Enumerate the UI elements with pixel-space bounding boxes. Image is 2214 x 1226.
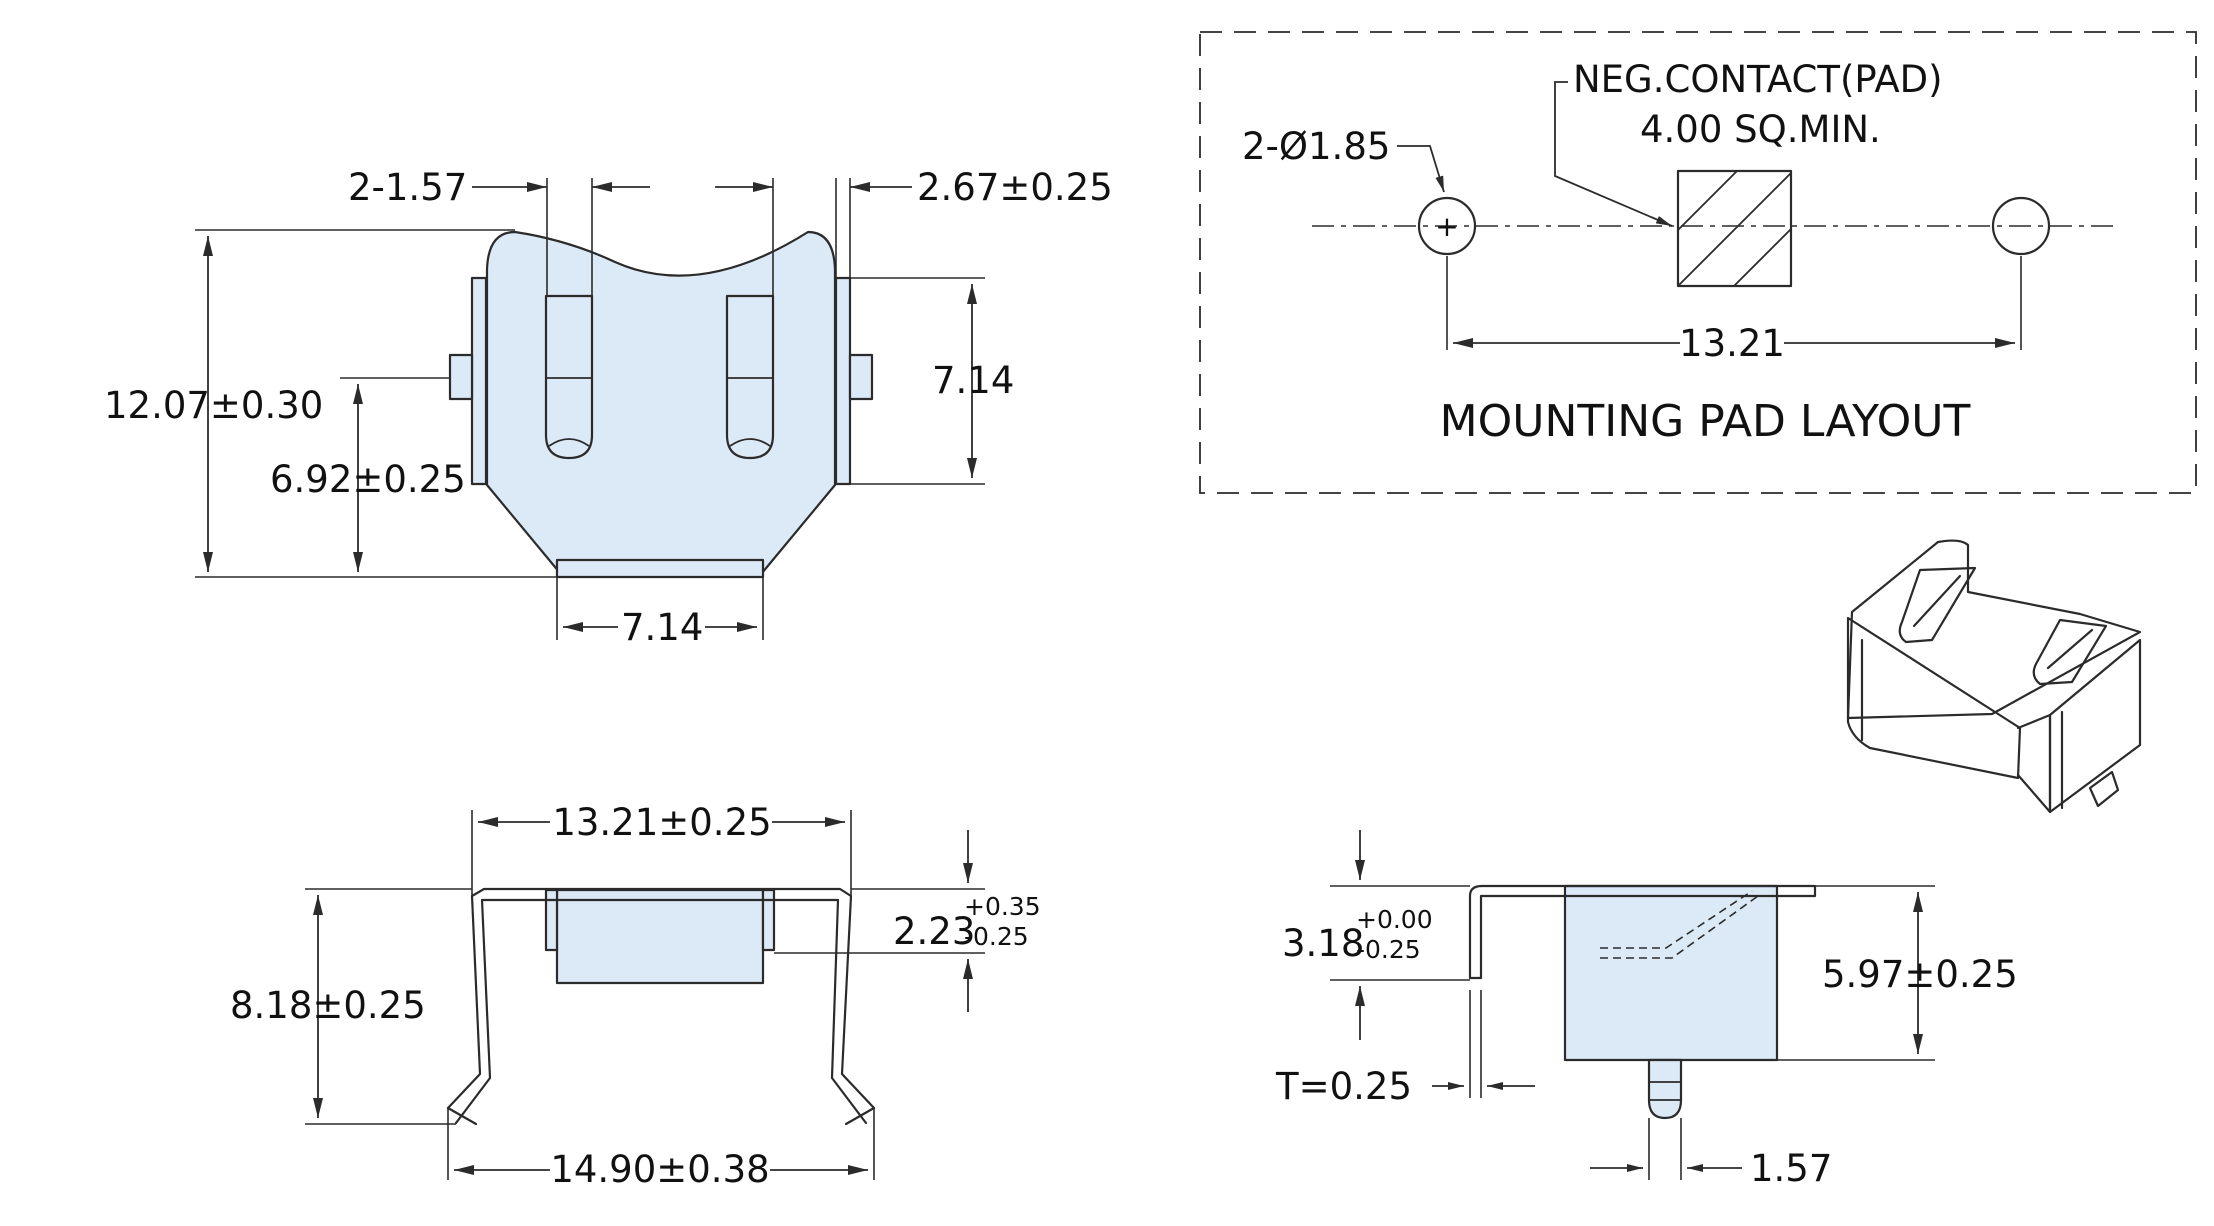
top-view-body [485,230,837,575]
top-view-left-side-tab [470,276,488,486]
side-view: 3.18 +0.00 -0.25 T=0.25 5.97±0.25 1.57 [1275,830,2018,1190]
side-view-body [1563,884,1779,1062]
top-view-dim-slot-width: 2-1.57 [348,166,467,209]
iso-top-plate [1846,539,2142,720]
top-view-right-slot-shadow [729,438,771,447]
top-view-bottom-foot [555,558,765,579]
front-view-right-foot [844,1106,876,1126]
front-view-frame-outer [446,887,876,1110]
top-view-dim-tab-width: 2.67±0.25 [917,166,1113,209]
top-view-left-pin [448,353,474,401]
pad-layout-pad-leader [1554,81,1673,227]
side-view-dim-body-height: 5.97±0.25 [1822,953,2018,996]
front-view-dim-overall-height: 8.18±0.25 [230,984,426,1027]
iso-pin [2088,770,2120,808]
front-view-dim-inner-width: 13.21±0.25 [552,801,771,844]
top-view-dim-bottom-width: 7.14 [621,606,703,649]
front-view-contact-block [555,888,765,985]
front-view-dim-contact-depth: 2.23 [893,910,975,953]
top-view-left-slot [544,294,594,460]
pad-layout-title: MOUNTING PAD LAYOUT [1440,396,1971,447]
side-view-dim-pin-width: 1.57 [1750,1147,1832,1190]
side-view-pin [1647,1058,1683,1120]
pad-layout-neg-contact-label: NEG.CONTACT(PAD) [1573,58,1943,101]
isometric-view [1846,539,2142,814]
top-view-dim-side-height: 7.14 [932,359,1014,402]
side-view-top-plate [1468,884,1817,980]
front-view-left-foot [446,1106,478,1126]
iso-front-wall [2048,638,2142,814]
side-view-dim-lip-height: 3.18 [1282,922,1364,965]
iso-front-fold [2016,713,2052,814]
top-view-right-slot [725,294,775,460]
front-view-frame-inner [454,898,868,1125]
iso-right-slot-inner [2046,628,2094,670]
iso-right-slot [2032,618,2108,686]
side-view-dim-lip-tol-plus: +0.00 [1356,905,1433,934]
mounting-pad-layout: + 2-Ø1.85 NEG.CONTACT(PAD) 4.00 SQ.MIN. … [1199,31,2197,494]
side-view-dim-thickness: T=0.25 [1275,1065,1412,1108]
pad-layout-plus-symbol: + [1435,210,1458,243]
top-view: 2-1.57 2.67±0.25 12.07±0.30 6.92±0.25 7.… [104,166,1113,649]
side-view-dim-lip-tol-minus: -0.25 [1356,935,1421,964]
pad-layout-positive-hole [1417,196,1477,256]
pad-layout-pad-hatching [1677,170,1792,287]
top-view-dim-overall-height: 12.07±0.30 [104,384,323,427]
top-view-dim-contact-height: 6.92±0.25 [270,458,466,501]
pad-layout-right-hole [1991,196,2051,256]
pad-layout-hole-spacing: 13.21 [1679,322,1785,365]
pad-layout-border [1199,31,2197,494]
top-view-right-pin [848,353,874,401]
side-view-hidden-contact [1600,890,1753,949]
iso-left-side [1846,616,2022,780]
front-view: 13.21±0.25 8.18±0.25 2.23 +0.35 -0.25 14… [230,801,1041,1191]
iso-left-slot-inner [1912,574,1962,628]
pad-layout-neg-contact-size: 4.00 SQ.MIN. [1640,108,1881,151]
top-view-right-side-tab [834,276,852,486]
front-view-dim-foot-width: 14.90±0.38 [550,1148,769,1191]
side-view-hidden-contact-2 [1600,895,1759,959]
iso-left-slot [1898,566,1977,644]
pad-layout-hole-callout: 2-Ø1.85 [1242,125,1390,168]
pad-layout-hole-leader [1397,145,1445,193]
front-view-dim-contact-tol-minus: -0.25 [964,922,1029,951]
front-view-dim-contact-tol-plus: +0.35 [964,892,1041,921]
top-view-left-slot-shadow [548,438,590,447]
